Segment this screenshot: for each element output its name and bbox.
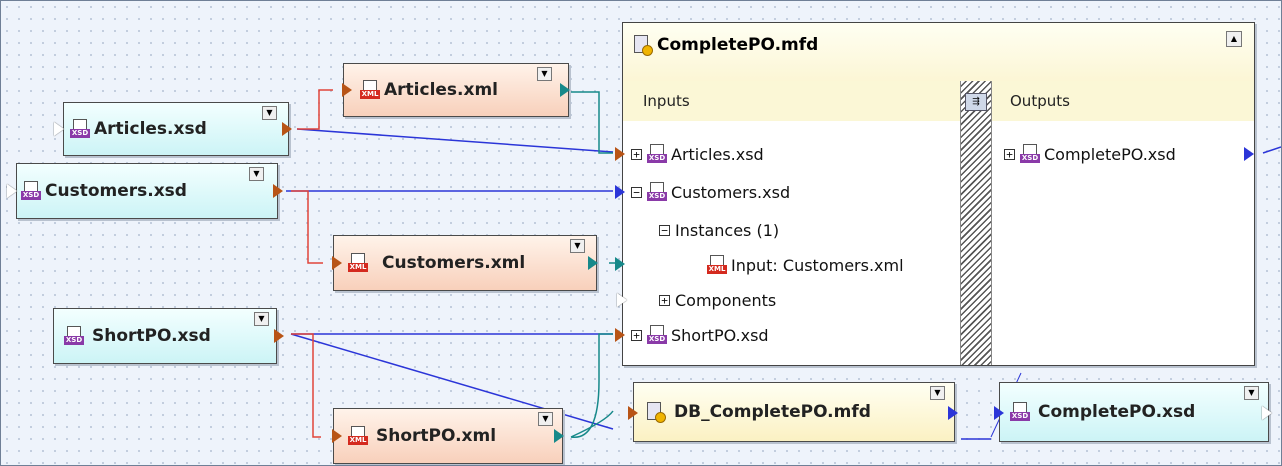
mapping-file-icon [644, 402, 666, 423]
dropdown-button[interactable]: ▼ [538, 412, 553, 426]
mapping-file-icon [631, 35, 653, 56]
expand-icon[interactable]: + [631, 329, 642, 341]
input-row-instances[interactable]: − Instances (1) [659, 217, 779, 243]
input-port[interactable] [54, 122, 64, 136]
wire-shortpo-xml-to-db[interactable] [570, 333, 613, 438]
xsd-file-icon: XSD [647, 182, 667, 202]
input-port-customers[interactable] [615, 185, 625, 199]
dropdown-button[interactable]: ▼ [249, 167, 264, 181]
input-port[interactable] [7, 184, 17, 198]
input-row-articles[interactable]: + XSD Articles.xsd [631, 141, 764, 167]
articles-xsd-node[interactable]: XSD Articles.xsd ▼ [54, 102, 292, 156]
input-row-shortpo[interactable]: + XSD ShortPO.xsd [631, 322, 769, 348]
input-port[interactable] [332, 256, 342, 270]
expand-icon[interactable]: + [1004, 148, 1015, 160]
xml-file-icon: XML [360, 80, 380, 100]
input-port-components[interactable] [617, 293, 627, 307]
output-row-completepo[interactable]: + XSD CompletePO.xsd [1004, 141, 1176, 167]
node-label: Customers.xsd [45, 181, 187, 201]
shortpo-xml-node[interactable]: XML ShortPO.xml ▼ [332, 408, 564, 464]
xml-file-icon: XML [707, 255, 727, 275]
dropdown-button[interactable]: ▼ [570, 239, 585, 253]
wire-articles-xsd-to-xml[interactable] [297, 89, 333, 130]
xsd-file-icon: XSD [70, 119, 90, 139]
output-port[interactable] [282, 122, 292, 136]
component-title: CompletePO.mfd [631, 35, 818, 56]
input-row-customers[interactable]: − XSD Customers.xsd [631, 179, 790, 205]
dropdown-button[interactable]: ▼ [537, 67, 552, 81]
xsd-file-icon: XSD [1020, 144, 1040, 164]
input-port-shortpo[interactable] [615, 328, 625, 342]
wire-articles-to-mfd[interactable] [296, 128, 614, 153]
xsd-file-icon: XSD [1010, 402, 1030, 422]
input-port-instance[interactable] [615, 257, 625, 271]
input-port[interactable] [332, 429, 342, 443]
sync-panes-icon[interactable]: ⇶ [965, 93, 987, 111]
input-port[interactable] [628, 406, 638, 420]
inputs-header: Inputs [623, 81, 960, 121]
xsd-file-icon: XSD [647, 144, 667, 164]
input-port[interactable] [994, 406, 1004, 420]
dropdown-button[interactable]: ▼ [930, 386, 945, 400]
wire-shortpo-xml-to-db2[interactable] [570, 410, 614, 438]
node-label: ShortPO.xsd [92, 326, 211, 346]
node-label: ShortPO.xml [376, 426, 497, 446]
input-port[interactable] [342, 83, 352, 97]
wire-mfd-output[interactable] [1262, 146, 1281, 154]
wire-articles-xml-to-mfd[interactable] [571, 91, 613, 154]
expand-icon[interactable]: + [631, 148, 642, 160]
pane-splitter[interactable]: ⇶ [960, 81, 992, 365]
xml-file-icon: XML [348, 253, 368, 273]
shortpo-xsd-node[interactable]: XSD ShortPO.xsd ▼ [53, 308, 284, 364]
node-label: Articles.xml [384, 80, 499, 100]
output-port-completepo[interactable] [1244, 147, 1254, 161]
customers-xml-node[interactable]: XML Customers.xml ▼ [332, 235, 598, 291]
output-port[interactable] [948, 406, 958, 420]
dropdown-button[interactable]: ▼ [254, 312, 269, 326]
articles-xml-node[interactable]: XML Articles.xml ▼ [342, 63, 570, 117]
input-port-articles[interactable] [615, 147, 625, 161]
dropdown-button[interactable]: ▼ [1244, 386, 1259, 400]
customers-xsd-node[interactable]: XSD Customers.xsd ▼ [7, 163, 283, 219]
db-completepo-mfd-node[interactable]: DB_CompletePO.mfd ▼ [628, 382, 958, 442]
wire-shortpo-xsd-to-xml[interactable] [291, 333, 321, 438]
node-label: Customers.xml [382, 253, 526, 273]
output-port[interactable] [554, 429, 564, 443]
collapse-icon[interactable]: − [659, 224, 670, 236]
node-label: Articles.xsd [94, 119, 207, 139]
output-port[interactable] [273, 184, 283, 198]
expand-icon[interactable]: + [659, 294, 670, 306]
xsd-file-icon: XSD [64, 326, 84, 346]
completepo-xsd-node[interactable]: XSD CompletePO.xsd ▼ [994, 382, 1272, 442]
xsd-file-icon: XSD [647, 325, 667, 345]
node-label: CompletePO.xsd [1038, 402, 1196, 422]
dropdown-button[interactable]: ▼ [262, 106, 277, 120]
outputs-header: Outputs [990, 81, 1254, 121]
output-port[interactable] [588, 256, 598, 270]
node-label: DB_CompletePO.mfd [674, 402, 871, 422]
xml-file-icon: XML [348, 426, 368, 446]
input-row-components[interactable]: + Components [659, 287, 776, 313]
wire-customers-xsd-to-xml[interactable] [291, 190, 323, 264]
collapse-icon[interactable]: − [631, 186, 642, 198]
xsd-file-icon: XSD [21, 181, 41, 201]
collapse-button[interactable]: ▲ [1226, 31, 1242, 47]
input-row-instance[interactable]: XML Input: Customers.xml [707, 255, 904, 275]
output-port[interactable] [560, 83, 570, 97]
completepo-mfd-component[interactable]: CompletePO.mfd ▲ Inputs Outputs ⇶ + XSD … [615, 22, 1255, 366]
output-port[interactable] [1262, 406, 1272, 420]
output-port[interactable] [274, 329, 284, 343]
